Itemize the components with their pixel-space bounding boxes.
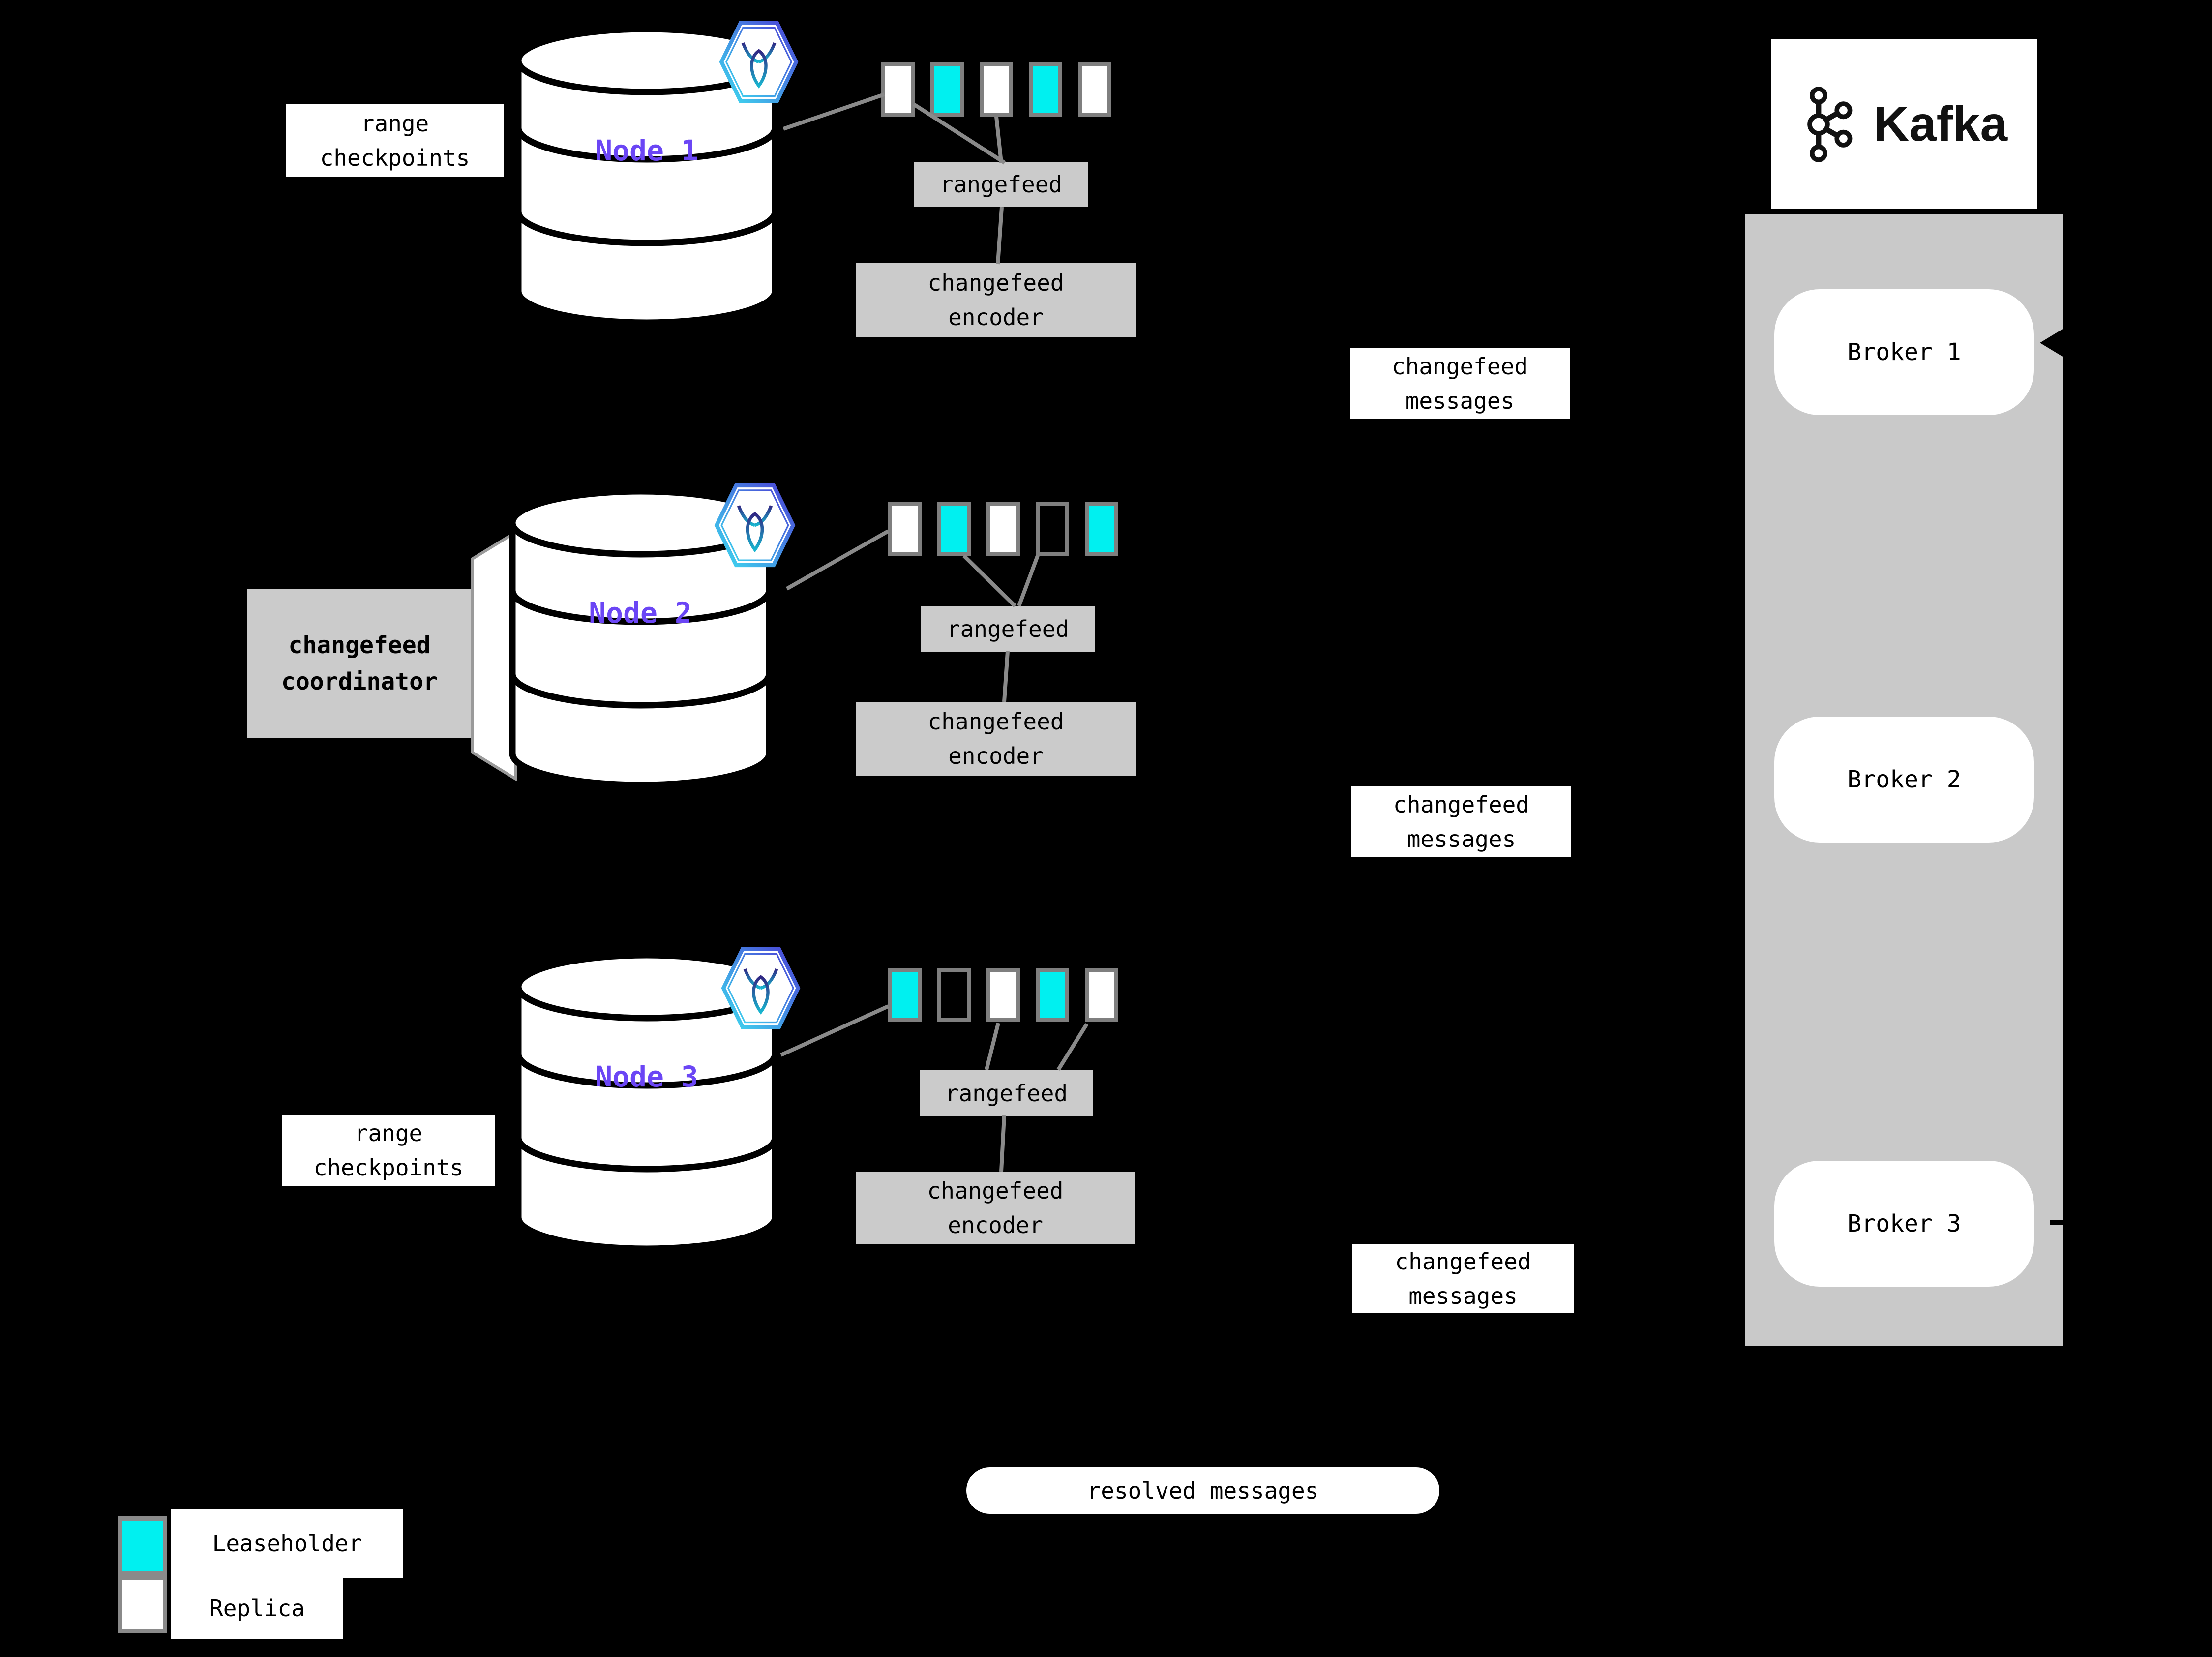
kafka-logo-icon	[1801, 71, 1860, 178]
range-rect	[1078, 62, 1111, 117]
rangefeed-text: rangefeed	[946, 616, 1070, 642]
changefeed-messages-label-3: changefeed messages	[1352, 1244, 1574, 1313]
changefeed-coordinator-label: changefeed coordinator	[247, 589, 472, 738]
range-rect	[930, 62, 964, 117]
broker-2-label: Broker 2	[1847, 766, 1961, 793]
node1-changefeed-encoder-box: changefeed encoder	[856, 263, 1136, 337]
legend-replica-text: Replica	[209, 1595, 305, 1622]
range-rect	[1036, 502, 1069, 556]
range-checkpoints-text: range checkpoints	[313, 1120, 464, 1181]
range-rect	[986, 502, 1020, 556]
cockroachdb-logo-icon	[719, 21, 799, 103]
node3-label: Node 3	[524, 1060, 770, 1093]
node3-rangefeed-box: rangefeed	[920, 1070, 1093, 1116]
broker-1: Broker 1	[1774, 289, 2034, 415]
kafka-box: Kafka	[1771, 39, 2037, 209]
node2-label-text: Node 2	[589, 596, 692, 630]
changefeed-messages-text: changefeed messages	[1392, 353, 1528, 414]
kafka-title: Kafka	[1873, 96, 2008, 151]
node2-changefeed-encoder-box: changefeed encoder	[856, 702, 1136, 776]
node3-changefeed-encoder-box: changefeed encoder	[856, 1172, 1135, 1244]
database-cylinder-node2	[509, 488, 773, 788]
database-cylinder-node3	[515, 952, 778, 1252]
changefeed-encoder-text: changefeed encoder	[927, 708, 1064, 769]
changefeed-messages-label-1: changefeed messages	[1350, 348, 1570, 419]
legend-replica-label: Replica	[171, 1578, 343, 1639]
range-rect	[1085, 502, 1118, 556]
legend-leaseholder-label: Leaseholder	[171, 1509, 403, 1578]
changefeed-messages-text: changefeed messages	[1395, 1248, 1531, 1309]
range-rect	[888, 968, 922, 1022]
changefeed-coordinator-text: changefeed coordinator	[281, 631, 438, 695]
broker-3-label: Broker 3	[1847, 1210, 1961, 1237]
node3-label-text: Node 3	[595, 1060, 698, 1093]
range-rect	[1036, 968, 1069, 1022]
range-checkpoints-text: range checkpoints	[320, 110, 470, 171]
range-rect	[937, 968, 971, 1022]
changefeed-encoder-text: changefeed encoder	[927, 270, 1064, 331]
range-rect	[888, 502, 922, 556]
changefeed-messages-text: changefeed messages	[1393, 791, 1529, 852]
changefeed-encoder-text: changefeed encoder	[927, 1177, 1064, 1238]
node1-rangefeed-box: rangefeed	[914, 162, 1088, 207]
resolved-messages-label: resolved messages	[966, 1467, 1439, 1514]
legend-leaseholder-text: Leaseholder	[212, 1530, 362, 1557]
database-cylinder-node1	[515, 26, 778, 326]
range-checkpoints-label-top: range checkpoints	[286, 104, 504, 177]
range-rect	[980, 62, 1013, 117]
range-rect	[1029, 62, 1062, 117]
node2-rangefeed-box: rangefeed	[921, 606, 1095, 652]
range-rect	[1085, 968, 1118, 1022]
changefeed-messages-label-2: changefeed messages	[1351, 786, 1571, 857]
cockroachdb-logo-icon	[714, 483, 796, 568]
legend-leaseholder-swatch	[118, 1516, 167, 1575]
node1-label: Node 1	[524, 134, 770, 167]
broker-1-label: Broker 1	[1847, 338, 1961, 366]
resolved-messages-text: resolved messages	[1087, 1477, 1319, 1504]
range-rect	[986, 968, 1020, 1022]
rangefeed-text: rangefeed	[939, 171, 1063, 198]
range-rect	[881, 62, 915, 117]
node2-range-row	[888, 502, 1119, 556]
rangefeed-text: rangefeed	[945, 1080, 1068, 1107]
node1-label-text: Node 1	[595, 134, 698, 167]
broker-3: Broker 3	[1774, 1161, 2034, 1287]
cockroachdb-logo-icon	[721, 947, 801, 1029]
range-checkpoints-label-bottom: range checkpoints	[282, 1115, 495, 1186]
broker-2: Broker 2	[1774, 717, 2034, 843]
node1-range-row	[881, 62, 1112, 117]
legend-replica-swatch	[118, 1575, 167, 1633]
range-rect	[937, 502, 971, 556]
coordinator-flag-shape	[471, 530, 517, 781]
node2-label: Node 2	[517, 596, 763, 630]
node3-range-row	[888, 968, 1119, 1022]
